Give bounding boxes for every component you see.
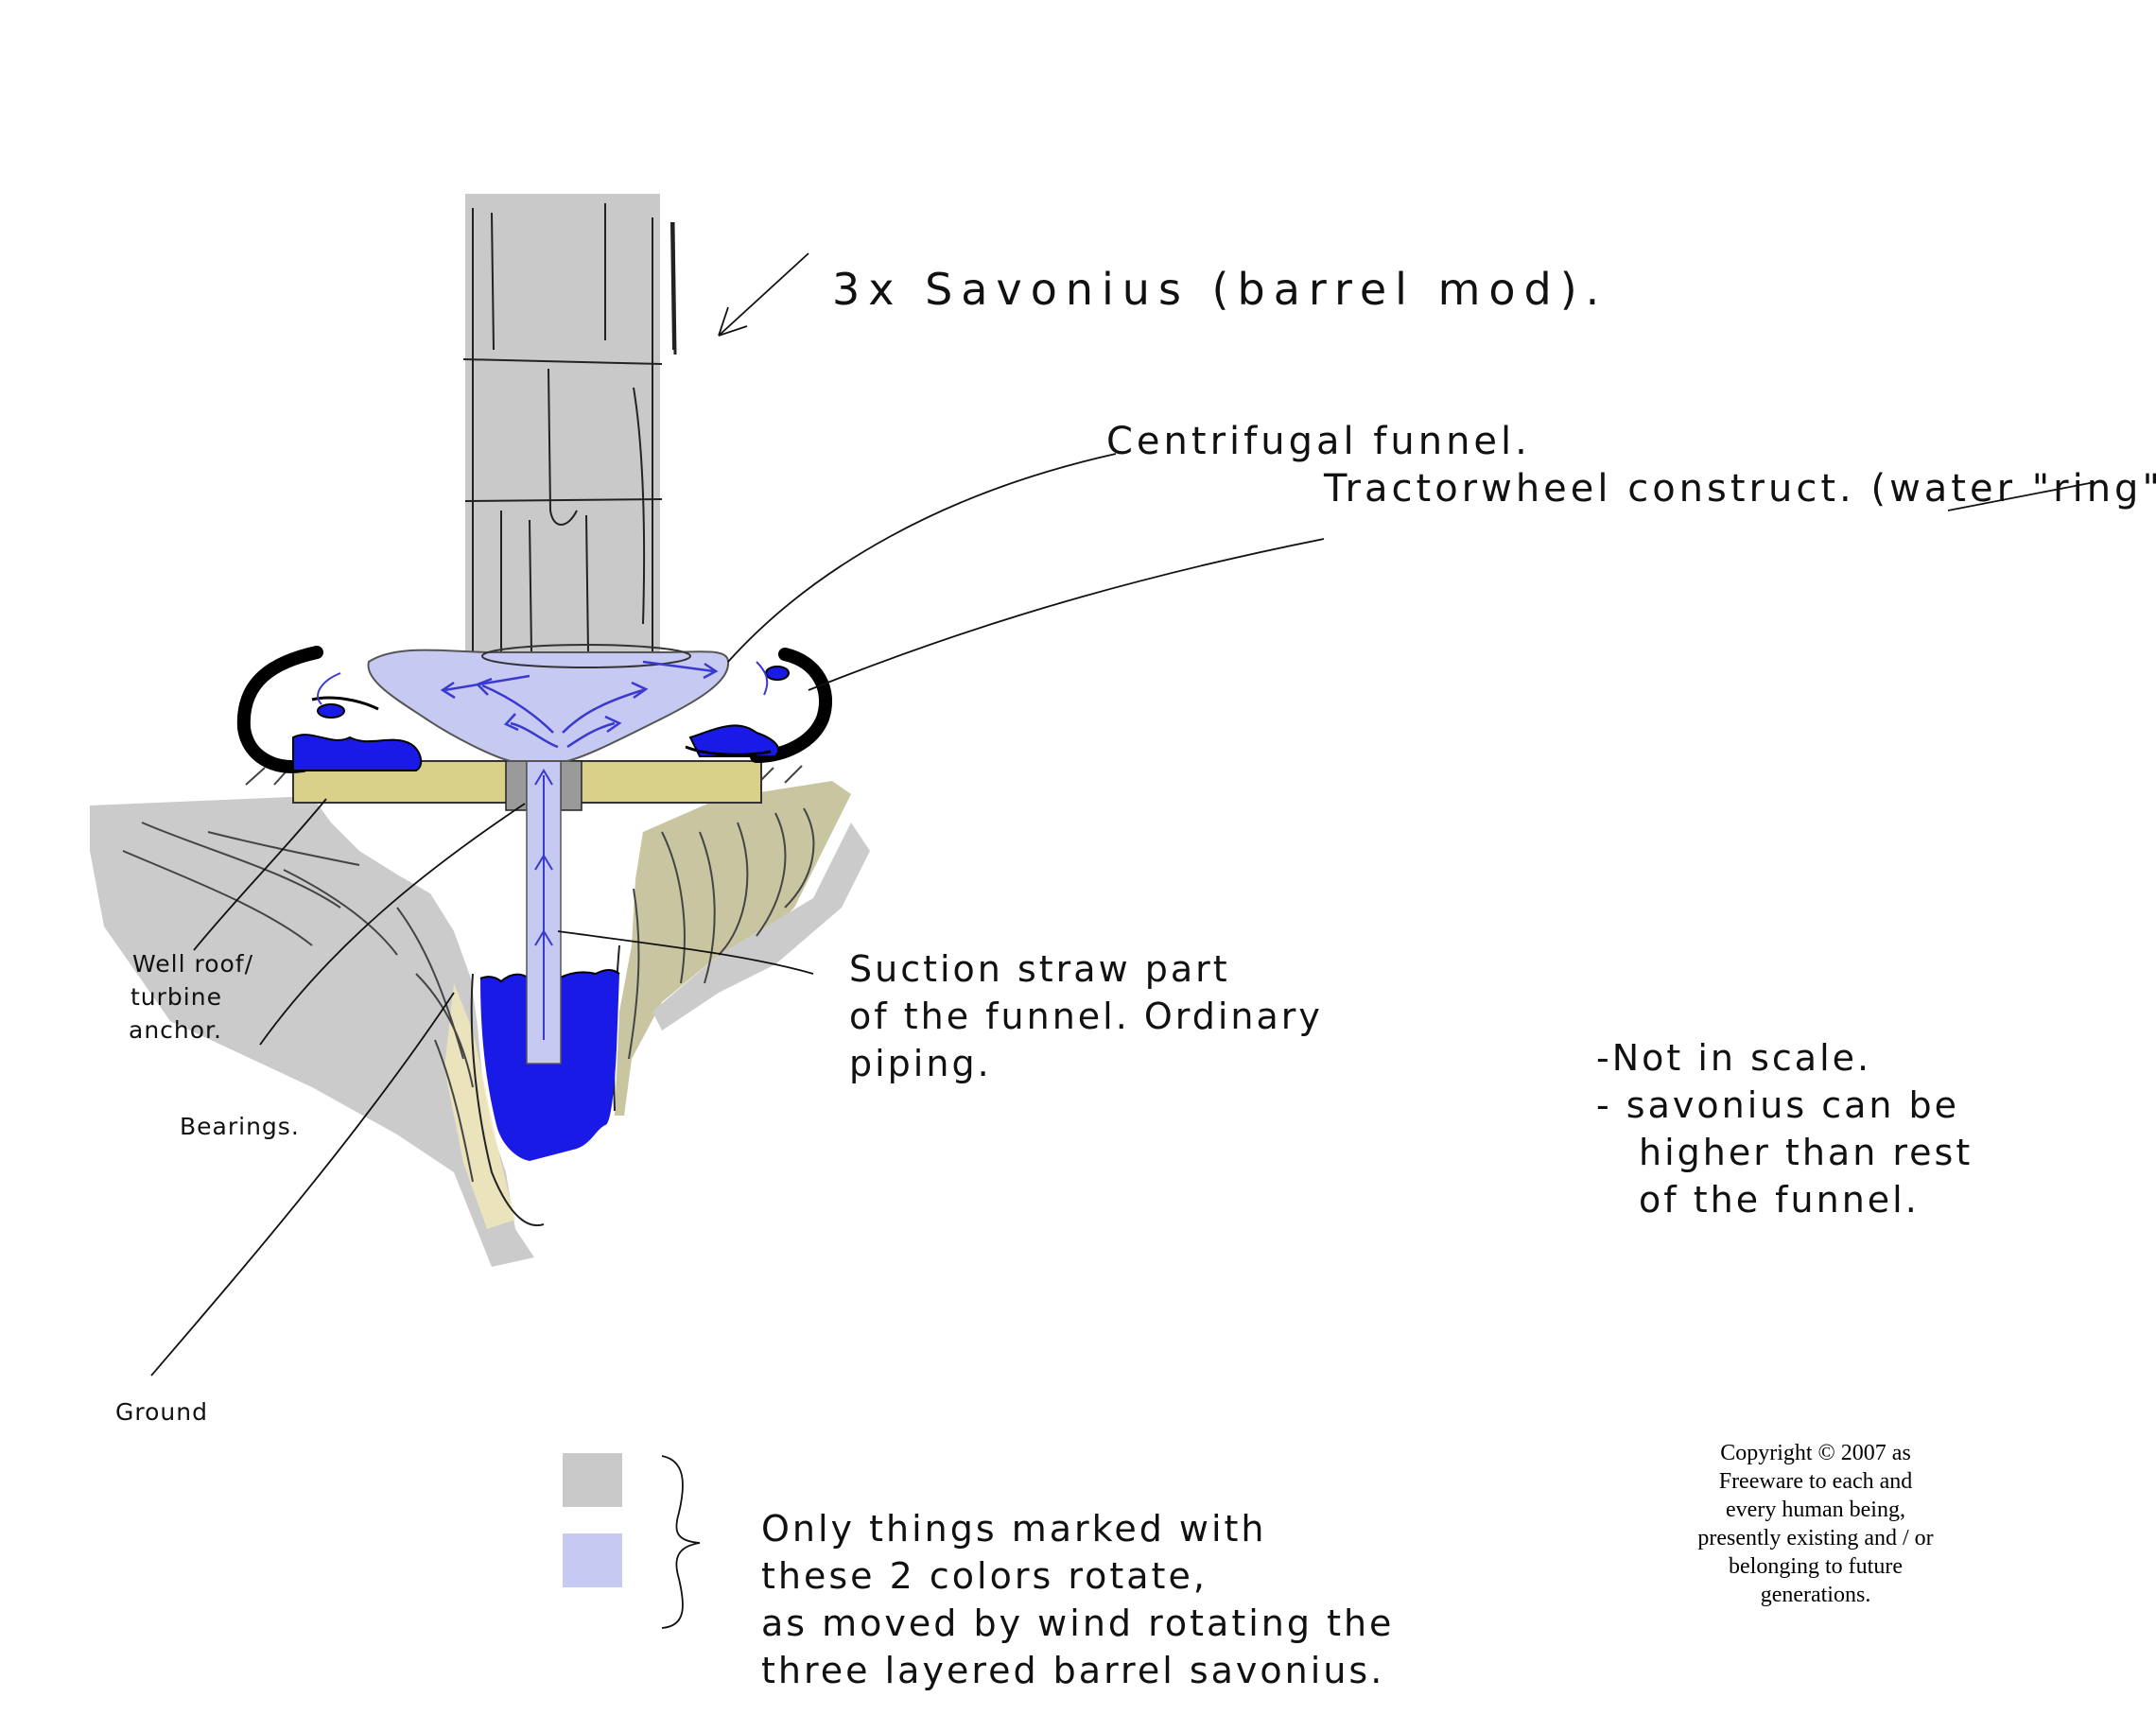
ground-cross-section (90, 765, 870, 1267)
legend-text-1: Only things marked with (761, 1508, 1267, 1550)
leader-construct (808, 538, 1325, 691)
label-well-roof-3: anchor. (129, 1016, 222, 1044)
ground-left-yellow-glow (444, 983, 515, 1229)
leader-lines (150, 252, 2095, 1629)
label-tractorwheel-construct: Tractorwheel construct. (water "ring"). (1323, 467, 2156, 511)
note-savonius-higher-1: - savonius can be (1596, 1084, 1959, 1126)
centrifugal-funnel (367, 644, 730, 762)
copyright-line: Freeware to each and (1718, 1469, 1913, 1494)
label-ground: Ground (115, 1398, 208, 1426)
arrow-savonius (718, 252, 809, 337)
legend-text-4: three layered barrel savonius. (761, 1650, 1384, 1691)
leader-straw (557, 930, 814, 975)
label-suction-straw-1: Suction straw part (849, 948, 1230, 990)
label-suction-straw-2: of the funnel. Ordinary (849, 996, 1323, 1037)
copyright-line: generations. (1760, 1583, 1871, 1607)
label-savonius: 3x Savonius (barrel mod). (832, 264, 1608, 315)
copyright-notice: Copyright © 2007 as Freeware to each and… (1645, 1439, 1986, 1609)
copyright-line: presently existing and / or (1697, 1526, 1934, 1550)
legend-text-2: these 2 colors rotate, (761, 1555, 1208, 1597)
label-well-roof-2: turbine (130, 983, 222, 1011)
copyright-line: every human being, (1726, 1498, 1905, 1522)
tractor-wheel-right (685, 648, 833, 763)
leader-ground (150, 992, 455, 1377)
ground-right-shadow (652, 823, 870, 1031)
legend-swatch-lavender (563, 1533, 622, 1587)
legend: Only things marked with these 2 colors r… (563, 1453, 1394, 1691)
legend-text-3: as moved by wind rotating the (761, 1602, 1394, 1644)
note-not-in-scale: -Not in scale. (1596, 1037, 1871, 1079)
label-centrifugal-funnel: Centrifugal funnel. (1106, 420, 1531, 463)
label-well-roof: Well roof/ (132, 950, 253, 978)
leader-bearings (259, 803, 526, 1046)
copyright-line: belonging to future (1729, 1554, 1903, 1579)
note-savonius-higher-3: of the funnel. (1639, 1179, 1920, 1221)
well-wall (470, 973, 545, 1227)
suction-straw (526, 755, 562, 1065)
label-bearings: Bearings. (180, 1113, 300, 1140)
copyright-line: Copyright © 2007 as (1720, 1441, 1911, 1465)
ground-left (90, 796, 534, 1267)
legend-swatch-gray (563, 1453, 622, 1507)
note-savonius-higher-2: higher than rest (1639, 1132, 1973, 1173)
bearing-right (560, 760, 582, 811)
legend-brace (661, 1455, 701, 1629)
bearing-left (505, 760, 528, 811)
leader-funnel (727, 453, 1117, 663)
savonius-rotor (462, 194, 677, 653)
tractor-wheel-left (236, 646, 423, 773)
label-suction-straw-3: piping. (849, 1043, 992, 1084)
leader-well-roof (193, 798, 327, 951)
